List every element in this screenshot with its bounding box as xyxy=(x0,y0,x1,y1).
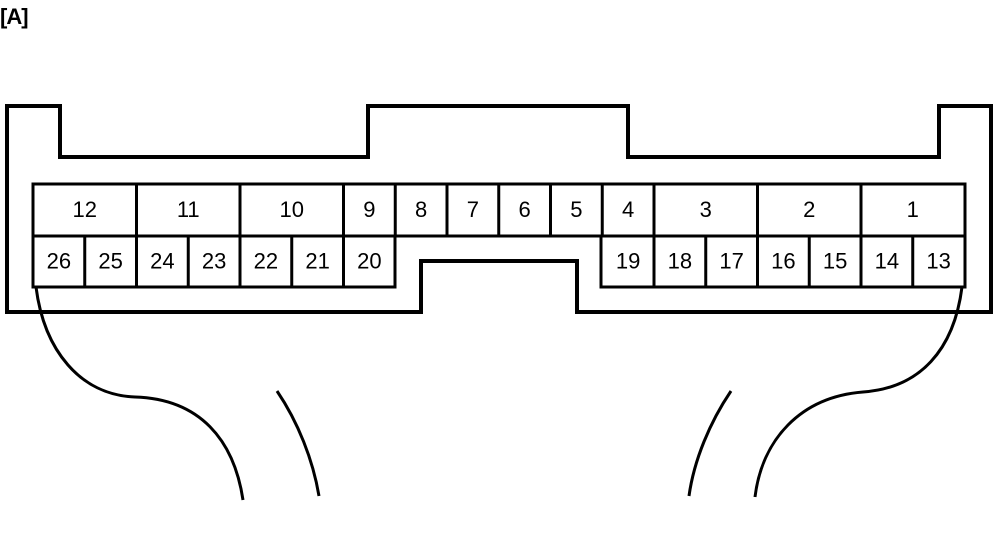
pin-label-23: 23 xyxy=(202,248,226,273)
wire-right-inner xyxy=(687,390,733,497)
pin-label-6: 6 xyxy=(519,197,531,222)
pin-label-8: 8 xyxy=(415,197,427,222)
top-row-dividers xyxy=(135,184,863,236)
pin-label-22: 22 xyxy=(254,248,278,273)
pin-label-7: 7 xyxy=(467,197,479,222)
pin-label-1: 1 xyxy=(907,197,919,222)
connector-housing xyxy=(5,104,993,314)
pin-label-2: 2 xyxy=(803,197,815,222)
pin-label-18: 18 xyxy=(668,248,692,273)
pin-label-26: 26 xyxy=(47,248,71,273)
pin-label-15: 15 xyxy=(823,248,847,273)
pin-label-19: 19 xyxy=(616,248,640,273)
bottom-row-dividers xyxy=(83,236,915,287)
pin-label-20: 20 xyxy=(357,248,381,273)
wire-left-outer xyxy=(34,286,245,501)
pin-label-3: 3 xyxy=(700,197,712,222)
figure-label: [A] xyxy=(0,4,29,29)
top-row-labels: 12 11 10 9 8 7 6 5 4 3 2 1 xyxy=(73,197,919,222)
pin-label-13: 13 xyxy=(926,248,950,273)
pin-label-9: 9 xyxy=(363,197,375,222)
wire-right-outer xyxy=(753,286,964,498)
pin-label-5: 5 xyxy=(570,197,582,222)
pin-label-25: 25 xyxy=(98,248,122,273)
pin-label-4: 4 xyxy=(622,197,634,222)
pin-label-12: 12 xyxy=(73,197,97,222)
pin-label-10: 10 xyxy=(280,197,304,222)
bottom-row-labels: 26 25 24 23 22 21 20 19 18 17 16 15 14 13 xyxy=(47,248,951,273)
pin-label-21: 21 xyxy=(305,248,329,273)
pin-label-14: 14 xyxy=(875,248,899,273)
pin-label-11: 11 xyxy=(177,197,200,222)
wire-left-inner xyxy=(275,390,321,497)
pin-label-24: 24 xyxy=(150,248,174,273)
pin-label-16: 16 xyxy=(771,248,795,273)
pin-label-17: 17 xyxy=(719,248,743,273)
